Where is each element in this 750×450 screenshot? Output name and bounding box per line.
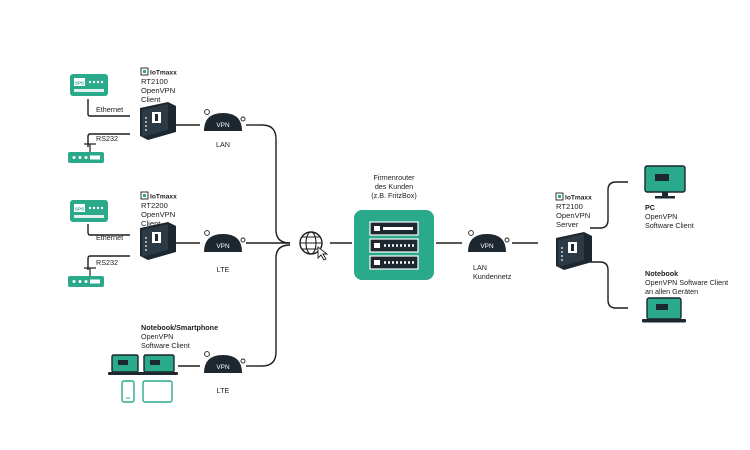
link-label: LAN [216, 140, 230, 149]
client-2-group: SPS Ethernet RS232 IoTmaxx RT2200 OpenVP… [68, 191, 246, 287]
sps-icon: SPS [70, 200, 108, 222]
mobile-title: Notebook/Smartphone [141, 323, 218, 332]
notebook-line-2: an allen Geräten [645, 287, 698, 296]
rs232-label: RS232 [96, 258, 118, 267]
customer-router-group: Firmenrouter des Kunden (z.B. FritzBox) [354, 173, 434, 280]
laptop-icon [108, 354, 142, 375]
rs232-label: RS232 [96, 134, 118, 143]
notebook-icon [140, 354, 178, 375]
brand-name: IoTmaxx [150, 70, 177, 77]
notebook-group: Notebook OpenVPN Software Client an alle… [642, 269, 728, 323]
sps-label: SPS [75, 81, 84, 86]
client-role: OpenVPN [141, 86, 175, 95]
vpn-label: VPN [216, 243, 230, 250]
tablet-icon [142, 380, 173, 403]
brand-logo: IoTmaxx [140, 67, 177, 77]
client-model: RT2200 [141, 201, 168, 210]
pc-line-2: Software Client [645, 221, 694, 230]
brand-logo: IoTmaxx [555, 192, 592, 202]
terminal-icon [68, 267, 104, 287]
vpn-icon: VPN [204, 109, 246, 131]
terminal-icon [68, 143, 104, 163]
router-device-icon [140, 102, 176, 140]
laptop-icon [642, 297, 686, 323]
notebook-line-1: OpenVPN Software Client [645, 278, 728, 287]
router-device-icon [140, 222, 176, 260]
mobile-line-1: OpenVPN [141, 332, 173, 341]
ethernet-label: Ethernet [96, 105, 123, 114]
router-line-3: (z.B. FritzBox) [371, 191, 417, 200]
mobile-line-2: Software Client [141, 341, 190, 350]
vpn-label: VPN [216, 122, 230, 129]
vpn-label: VPN [216, 364, 230, 371]
server-link-group: VPN LAN Kundennetz [468, 230, 512, 281]
link-label: LTE [217, 386, 230, 395]
smartphone-icon [121, 380, 135, 403]
server-role-2: Server [556, 220, 579, 229]
router-line-2: des Kunden [375, 182, 413, 191]
server-group: IoTmaxx RT2100 OpenVPN Server [555, 192, 592, 270]
client-role: OpenVPN [141, 210, 175, 219]
ethernet-label: Ethernet [96, 233, 123, 242]
vpn-icon: VPN [204, 351, 246, 373]
sps-icon: SPS [70, 74, 108, 96]
pc-title: PC [645, 203, 655, 212]
monitor-icon [644, 165, 686, 199]
server-role: OpenVPN [556, 211, 590, 220]
brand-name: IoTmaxx [565, 195, 592, 202]
vpn-icon: VPN [468, 230, 510, 252]
connection-lines [87, 99, 628, 367]
cursor-icon [317, 246, 329, 261]
router-device-icon [556, 232, 592, 270]
vpn-icon: VPN [204, 230, 246, 252]
link-label: LTE [217, 265, 230, 274]
vpn-label: VPN [480, 243, 494, 250]
server-link-line-1: LAN [473, 263, 487, 272]
server-link-line-2: Kundennetz [473, 272, 512, 281]
brand-name: IoTmaxx [150, 194, 177, 201]
globe-icon [299, 231, 329, 261]
notebook-title: Notebook [645, 269, 678, 278]
server-rack-icon [354, 210, 434, 280]
server-model: RT2100 [556, 202, 583, 211]
client-role-2: Client [141, 219, 161, 228]
client-model: RT2100 [141, 77, 168, 86]
pc-group: PC OpenVPN Software Client [644, 165, 694, 230]
sps-label: SPS [75, 207, 84, 212]
pc-line-1: OpenVPN [645, 212, 677, 221]
brand-logo: IoTmaxx [140, 191, 177, 201]
router-line-1: Firmenrouter [373, 173, 415, 182]
mobile-client-group: Notebook/Smartphone OpenVPN Software Cli… [108, 323, 246, 403]
client-1-group: SPS Ethernet RS232 IoTmaxx RT2100 [68, 67, 246, 163]
client-role-2: Client [141, 95, 161, 104]
